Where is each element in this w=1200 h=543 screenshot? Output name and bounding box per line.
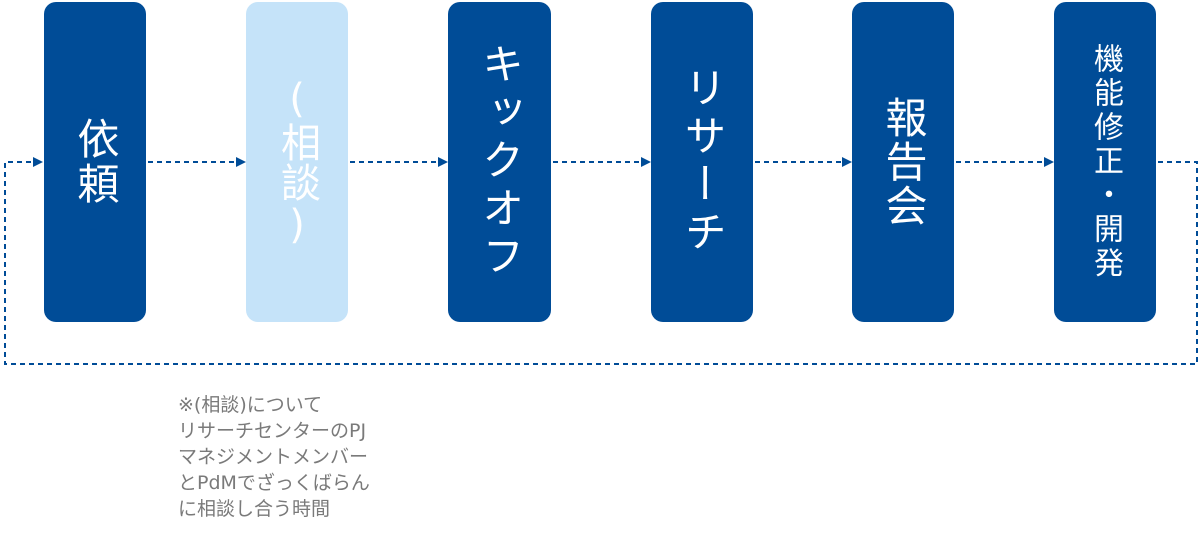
step-development: 機能修正・開発 <box>1054 2 1156 322</box>
soudan-note: ※(相談)について リサーチセンターのPJ マネジメントメンバー とPdMでざっ… <box>178 392 438 522</box>
note-line: に相談し合う時間 <box>178 498 331 520</box>
note-line: とPdMでざっくばらん <box>178 472 370 494</box>
step-label: リサーチ <box>678 66 727 258</box>
step-label: 依頼 <box>71 117 120 207</box>
step-label: 報告会 <box>879 96 928 228</box>
note-line: ※(相談)について <box>178 394 323 416</box>
step-report: 報告会 <box>852 2 954 322</box>
step-label: 機能修正・開発 <box>1088 43 1123 281</box>
note-line: リサーチセンターのPJ <box>178 420 367 442</box>
step-label: (相談) <box>274 76 320 248</box>
step-research: リサーチ <box>651 2 753 322</box>
feedback-loop-arrow <box>4 157 1198 365</box>
step-kickoff: キックオフ <box>448 2 551 322</box>
step-irai: 依頼 <box>44 2 146 322</box>
step-label: キックオフ <box>475 42 525 282</box>
step-soudan: (相談) <box>246 2 348 322</box>
note-line: マネジメントメンバー <box>178 446 369 468</box>
